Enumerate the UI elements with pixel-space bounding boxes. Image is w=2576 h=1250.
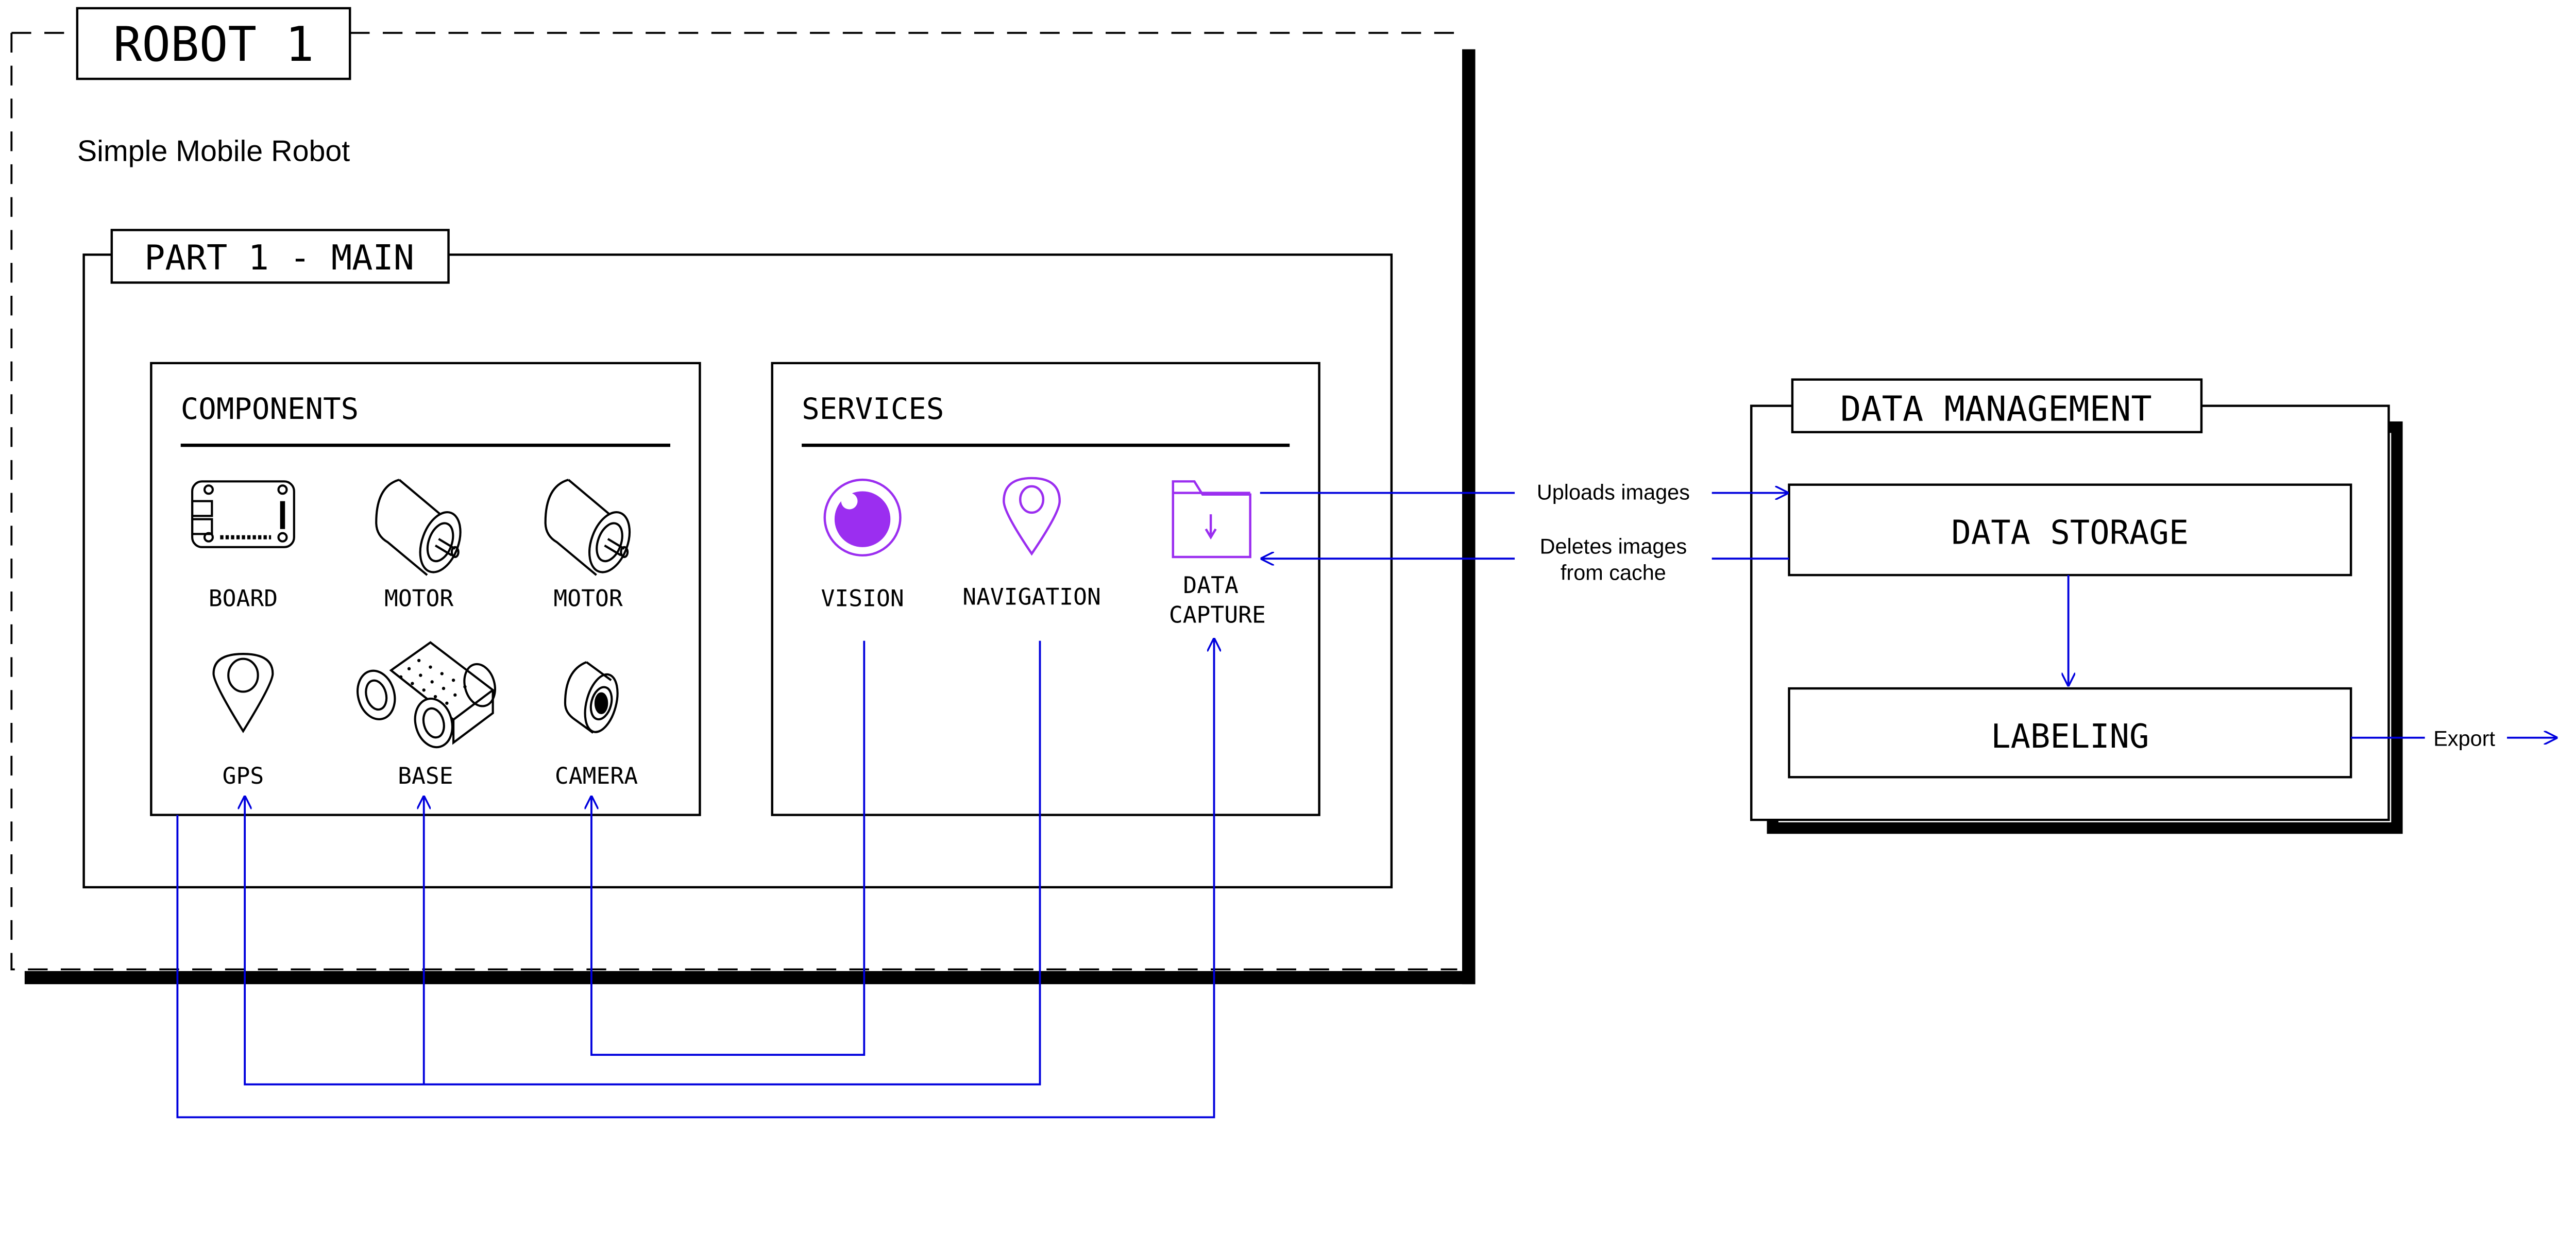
service-label-capture: CAPTURE bbox=[1169, 602, 1266, 629]
service-label-data: DATA bbox=[1183, 572, 1239, 599]
navigation-to-gps-connector bbox=[245, 640, 1041, 1086]
services-title: SERVICES bbox=[802, 392, 944, 426]
motor-icon[interactable] bbox=[544, 479, 637, 578]
component-label-camera: CAMERA bbox=[555, 763, 638, 789]
robot-frame: ROBOT 1 Simple Mobile Robot bbox=[10, 7, 1476, 985]
component-label-motor: MOTOR bbox=[553, 585, 622, 612]
data-management-panel: DATA MANAGEMENT DATA STORAGE LABELING bbox=[1750, 378, 2403, 834]
vision-to-camera-connector bbox=[591, 640, 866, 1056]
components-to-data-capture-connector bbox=[176, 639, 1214, 1119]
connectors: Uploads images Deletes images from cache… bbox=[176, 480, 2556, 1119]
component-label-motor: MOTOR bbox=[384, 585, 453, 612]
deletes-label-line1: Deletes images bbox=[1540, 534, 1687, 559]
robot-subtitle: Simple Mobile Robot bbox=[77, 135, 350, 168]
map-pin-icon[interactable] bbox=[1003, 477, 1061, 556]
part-main: PART 1 - MAIN bbox=[82, 229, 1393, 889]
service-label-navigation: NAVIGATION bbox=[962, 583, 1101, 610]
board-icon bbox=[191, 480, 295, 548]
components-title: COMPONENTS bbox=[181, 392, 359, 426]
motor-icon[interactable] bbox=[375, 479, 468, 578]
map-pin-icon[interactable] bbox=[212, 653, 274, 733]
labeling-box[interactable]: LABELING bbox=[1788, 687, 2352, 779]
component-label-base: BASE bbox=[398, 763, 453, 789]
camera-icon[interactable] bbox=[564, 661, 623, 736]
data-storage-box[interactable]: DATA STORAGE bbox=[1788, 483, 2352, 577]
part-title: PART 1 - MAIN bbox=[144, 238, 414, 278]
data-management-title: DATA MANAGEMENT bbox=[1840, 388, 2152, 429]
services-panel: SERVICES VISION NAVIGATION DATA CAPTURE bbox=[771, 362, 1320, 816]
deletes-label-line2: from cache bbox=[1561, 561, 1666, 585]
eye-icon[interactable] bbox=[823, 478, 902, 557]
folder-download-icon[interactable] bbox=[1172, 480, 1251, 559]
uploads-label: Uploads images bbox=[1537, 480, 1690, 504]
components-panel: COMPONENTS BOARD MOTOR MOTOR bbox=[150, 362, 701, 816]
data-storage-label: DATA STORAGE bbox=[1952, 514, 2189, 552]
service-label-vision: VISION bbox=[821, 585, 904, 612]
export-label: Export bbox=[2433, 727, 2495, 751]
labeling-label: LABELING bbox=[1991, 718, 2149, 756]
robot-architecture-diagram: ROBOT 1 Simple Mobile Robot PART 1 - MAI… bbox=[10, 7, 2576, 1119]
rover-base-icon[interactable] bbox=[352, 641, 500, 752]
component-label-board: BOARD bbox=[209, 585, 278, 612]
component-label-gps: GPS bbox=[223, 763, 264, 789]
robot-title: ROBOT 1 bbox=[113, 16, 314, 72]
